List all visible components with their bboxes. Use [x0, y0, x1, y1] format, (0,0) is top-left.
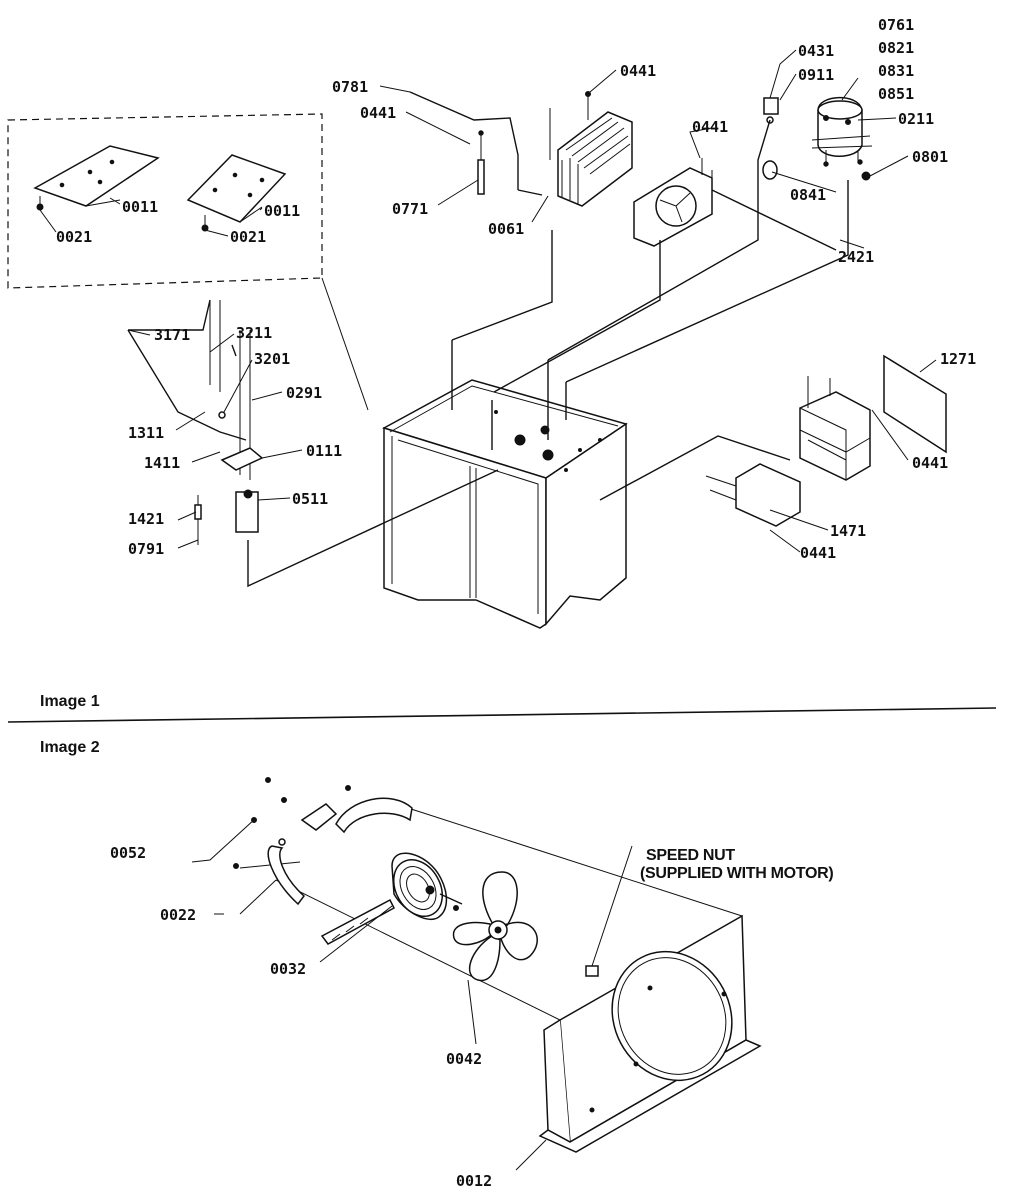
control-box-assembly — [705, 354, 947, 527]
label-0042: 0042 — [446, 1050, 482, 1068]
label-0211: 0211 — [898, 110, 934, 128]
caption-image-2: Image 2 — [40, 739, 100, 756]
label-0441-fan: 0441 — [692, 118, 728, 136]
motor-mount-clip — [233, 777, 413, 869]
label-0441-tray: 0441 — [800, 544, 836, 562]
evaporator-coil — [549, 91, 633, 207]
label-0441-upper: 0441 — [360, 104, 396, 122]
speed-nut-note-line2: (SUPPLIED WITH MOTOR) — [640, 865, 833, 882]
label-0851: 0851 — [878, 85, 914, 103]
label-1311: 1311 — [128, 424, 164, 442]
label-1421: 1421 — [128, 510, 164, 528]
label-0021-left: 0021 — [56, 228, 92, 246]
label-0291: 0291 — [286, 384, 322, 402]
fan-mount-bracket — [538, 914, 762, 1153]
label-0111: 0111 — [306, 442, 342, 460]
label-0781: 0781 — [332, 78, 368, 96]
label-0052: 0052 — [110, 844, 146, 862]
label-1471: 1471 — [830, 522, 866, 540]
label-0431: 0431 — [798, 42, 834, 60]
routing-lines — [127, 91, 849, 588]
inset-bracket-box — [7, 113, 369, 411]
part-labels-image2: 0052 0022 0032 0042 0012 SPEED NUT (SUPP… — [110, 844, 834, 1190]
label-0821: 0821 — [878, 39, 914, 57]
label-0791: 0791 — [128, 540, 164, 558]
label-0911: 0911 — [798, 66, 834, 84]
speed-nut-note-line1: SPEED NUT — [646, 847, 735, 864]
speed-nut — [585, 845, 633, 977]
label-1411: 1411 — [144, 454, 180, 472]
label-0021-right: 0021 — [230, 228, 266, 246]
label-0841: 0841 — [790, 186, 826, 204]
label-0032: 0032 — [270, 960, 306, 978]
label-0011-left: 0011 — [122, 198, 158, 216]
label-0011-right: 0011 — [264, 202, 300, 220]
label-0831: 0831 — [878, 62, 914, 80]
section-divider — [7, 707, 997, 723]
caption-image-1: Image 1 — [40, 693, 100, 710]
fan-blade — [452, 871, 538, 981]
label-3171: 3171 — [154, 326, 190, 344]
part-labels-image1: 0761 0821 0831 0851 0211 0801 0431 0911 … — [56, 16, 976, 562]
label-0771: 0771 — [392, 200, 428, 218]
mounting-bracket-right — [186, 154, 287, 232]
label-3201: 3201 — [254, 350, 290, 368]
motor-strap — [267, 838, 306, 906]
label-3211: 3211 — [236, 324, 272, 342]
label-0061: 0061 — [488, 220, 524, 238]
float-switch-assembly — [194, 300, 264, 545]
main-cabinet — [382, 379, 628, 629]
compressor — [811, 96, 873, 167]
leader-lines-image1 — [39, 49, 937, 553]
mounting-bracket-left — [33, 145, 160, 211]
fan-shroud-assembly — [633, 158, 713, 247]
label-0441-coil: 0441 — [620, 62, 656, 80]
drier-tube — [477, 130, 485, 195]
label-0801: 0801 — [912, 148, 948, 166]
leader-lines-image2 — [191, 817, 547, 1171]
label-0441-box: 0441 — [912, 454, 948, 472]
label-2421: 2421 — [838, 248, 874, 266]
start-relay-parts — [762, 97, 871, 181]
fan-motor — [320, 852, 463, 945]
label-0022: 0022 — [160, 906, 196, 924]
label-0761: 0761 — [878, 16, 914, 34]
label-1271: 1271 — [940, 350, 976, 368]
label-0012: 0012 — [456, 1172, 492, 1190]
label-0511: 0511 — [292, 490, 328, 508]
